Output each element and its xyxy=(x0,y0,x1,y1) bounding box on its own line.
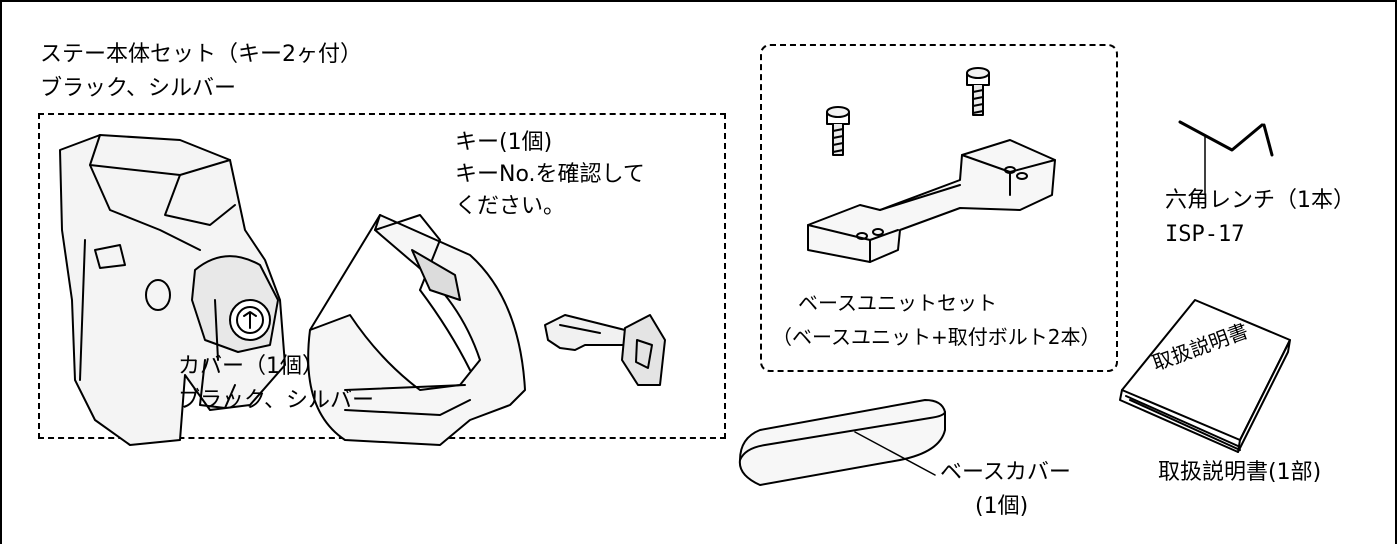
main-set-colors: ブラック、シルバー xyxy=(40,76,237,101)
base-cover-label: ベースカバー xyxy=(940,460,1071,485)
base-cover-qty: (1個) xyxy=(975,494,1029,519)
base-unit-set-contents: （ベースユニット+取付ボルト2本） xyxy=(772,325,1101,349)
base-unit-illustration xyxy=(807,139,1056,263)
key-note-line2: ください。 xyxy=(455,194,566,219)
key-illustration xyxy=(544,314,666,386)
stay-body-illustration xyxy=(59,134,286,446)
manual-illustration xyxy=(1119,299,1291,453)
cover-illustration xyxy=(307,214,526,446)
hex-wrench-illustration xyxy=(1178,120,1274,196)
base-unit-group-box xyxy=(760,44,1118,372)
key-label: キー(1個) xyxy=(455,130,553,155)
manual-label: 取扱説明書(1部) xyxy=(1158,460,1322,485)
key-note-line1: キーNo.を確認して xyxy=(455,162,645,187)
base-unit-set-label: ベースユニットセット xyxy=(798,291,997,315)
bolts-illustration xyxy=(826,67,990,156)
main-set-title: ステー本体セット（キー2ヶ付） xyxy=(40,42,362,67)
cover-label: カバー（1個） xyxy=(178,354,324,379)
hex-wrench-part-no: ISP-17 xyxy=(1165,222,1245,247)
hex-wrench-label: 六角レンチ（1本） xyxy=(1165,188,1355,213)
base-cover-illustration xyxy=(738,399,946,486)
cover-colors: ブラック、シルバー xyxy=(178,388,375,413)
